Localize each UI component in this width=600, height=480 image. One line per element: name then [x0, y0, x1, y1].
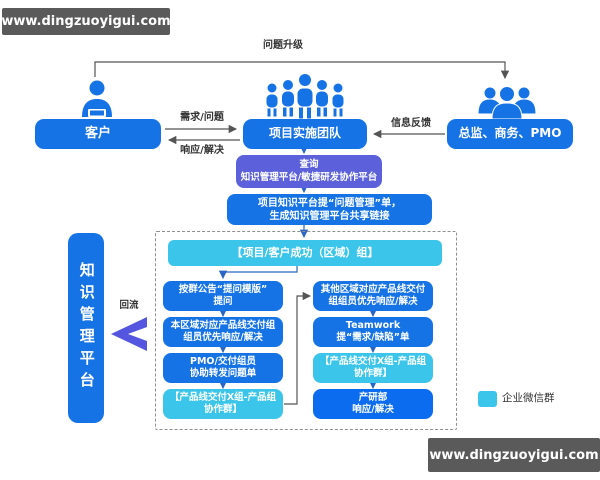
left-box-local-delivery: 本区域对应产品线交付组 组员优先响应/解决 [163, 317, 283, 347]
right-box-1-line1: Teamwork [345, 319, 401, 331]
header-to-left-arrow [218, 266, 298, 280]
left-box-0-line2: 提问 [213, 296, 233, 307]
left-box-1-line1: 本区域对应产品线交付组 [170, 319, 276, 331]
right-box-other-region: 其他区域对应产品线交付 组组员优先响应/解决 [313, 281, 433, 311]
right-box-teamwork: Teamwork 提“需求/缺陷”单 [313, 317, 433, 347]
director-box-label: 总监、商务、PMO [458, 126, 562, 141]
left-box-0-line1: 按群公告“提问模版” [178, 283, 268, 295]
watermark-top: www.dingzuoyigui.com [1, 8, 171, 35]
right-box-2-line2: 协作群】 [353, 368, 392, 379]
query-box-line1: 查询 [299, 159, 319, 171]
right-box-rnd-dept: 产研部 响应/解决 [313, 389, 433, 419]
right-box-3-line2: 响应/解决 [352, 404, 394, 415]
right-box-1-line2: 提“需求/缺陷”单 [336, 332, 410, 343]
left-box-3-line1: 【产品线交付X组-产品组 [169, 391, 277, 403]
right-box-0-line1: 其他区域对应产品线交付 [320, 283, 426, 295]
group-header-label: 【项目/客户成功（区域）组】 [231, 245, 379, 259]
team-group-icon [265, 73, 345, 119]
response-label: 响应/解决 [180, 145, 224, 156]
backflow-label: 回流 [119, 300, 139, 311]
legend-color-swatch [478, 391, 497, 407]
left-box-ask-template: 按群公告“提问模版” 提问 [163, 281, 283, 311]
query-platform-box: 查询 知识管理平台/敏捷研发协作平台 [236, 155, 382, 188]
km-platform-label: 知识管理平台 [77, 262, 96, 394]
impl-team-box-label: 项目实施团队 [268, 126, 341, 141]
watermark-bottom: www.dingzuoyigui.com [428, 438, 600, 472]
right-box-collab-group: 【产品线交付X组-产品组 协作群】 [313, 353, 433, 383]
legend-label: 企业微信群 [502, 392, 555, 404]
left-box-collab-group: 【产品线交付X组-产品组 协作群】 [163, 389, 283, 419]
group-header-box: 【项目/客户成功（区域）组】 [168, 240, 442, 266]
customer-box-label: 客户 [84, 125, 111, 141]
impl-team-box: 项目实施团队 [243, 119, 367, 149]
left-box-pmo-forward: PMO/交付组员 协助转发问题单 [163, 353, 283, 383]
left-box-2-line2: 协助转发问题单 [189, 368, 257, 379]
customer-person-icon [82, 80, 112, 117]
left-to-right-elbow [284, 291, 312, 405]
backflow-chevron-icon [111, 317, 147, 351]
left-box-1-line2: 组员优先响应/解决 [183, 332, 263, 343]
customer-box: 客户 [35, 119, 161, 149]
right-box-2-line1: 【产品线交付X组-产品组 [319, 355, 427, 367]
right-box-0-line2: 组组员优先响应/解决 [328, 296, 418, 307]
km-platform-bar: 知识管理平台 [68, 233, 104, 423]
query-box-line2: 知识管理平台/敏捷研发协作平台 [240, 171, 378, 183]
director-box: 总监、商务、PMO [447, 119, 573, 149]
escalation-connector [94, 61, 510, 80]
demand-label: 需求/问题 [180, 112, 224, 123]
feedback-label: 信息反馈 [391, 118, 431, 129]
director-group-icon [477, 86, 537, 119]
escalation-label: 问题升级 [263, 40, 303, 51]
ticket-box: 项目知识平台提“问题管理”单， 生成知识管理平台共享链接 [227, 194, 432, 225]
left-box-2-line1: PMO/交付组员 [190, 355, 256, 367]
left-box-3-line2: 协作群】 [203, 404, 242, 415]
ticket-box-line2: 生成知识管理平台共享链接 [269, 210, 390, 222]
right-box-3-line1: 产研部 [358, 391, 388, 403]
ticket-box-line1: 项目知识平台提“问题管理”单， [257, 197, 402, 209]
